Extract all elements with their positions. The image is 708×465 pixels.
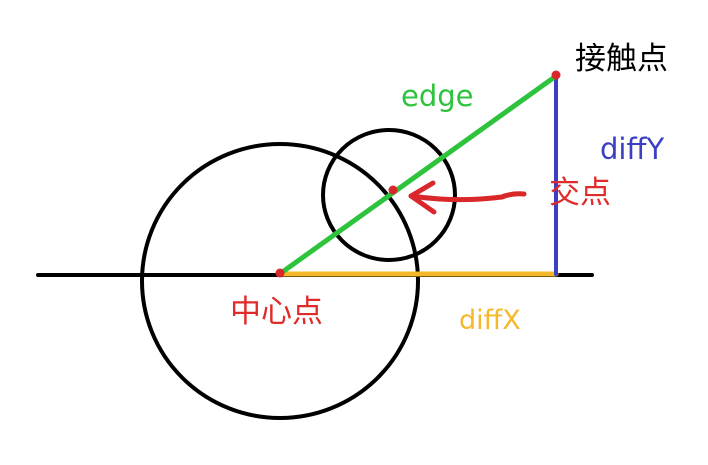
arrow-head [408,180,437,215]
contact-point-label: 接触点 [575,41,668,77]
intersection-point-dot [388,185,398,195]
large-circle [140,142,420,420]
contact-point-dot [551,70,561,80]
edge-label: edge [401,79,474,113]
arrow-left-icon [408,180,527,215]
diffx-label: diffX [459,305,521,336]
center-point-label: 中心点 [230,294,323,330]
intersection-label: 交点 [549,175,611,211]
center-point-dot [275,268,285,278]
edge-segment [278,73,559,276]
diffy-label: diffY [600,132,665,166]
small-circle [321,128,457,262]
arrow-shaft [408,191,527,203]
